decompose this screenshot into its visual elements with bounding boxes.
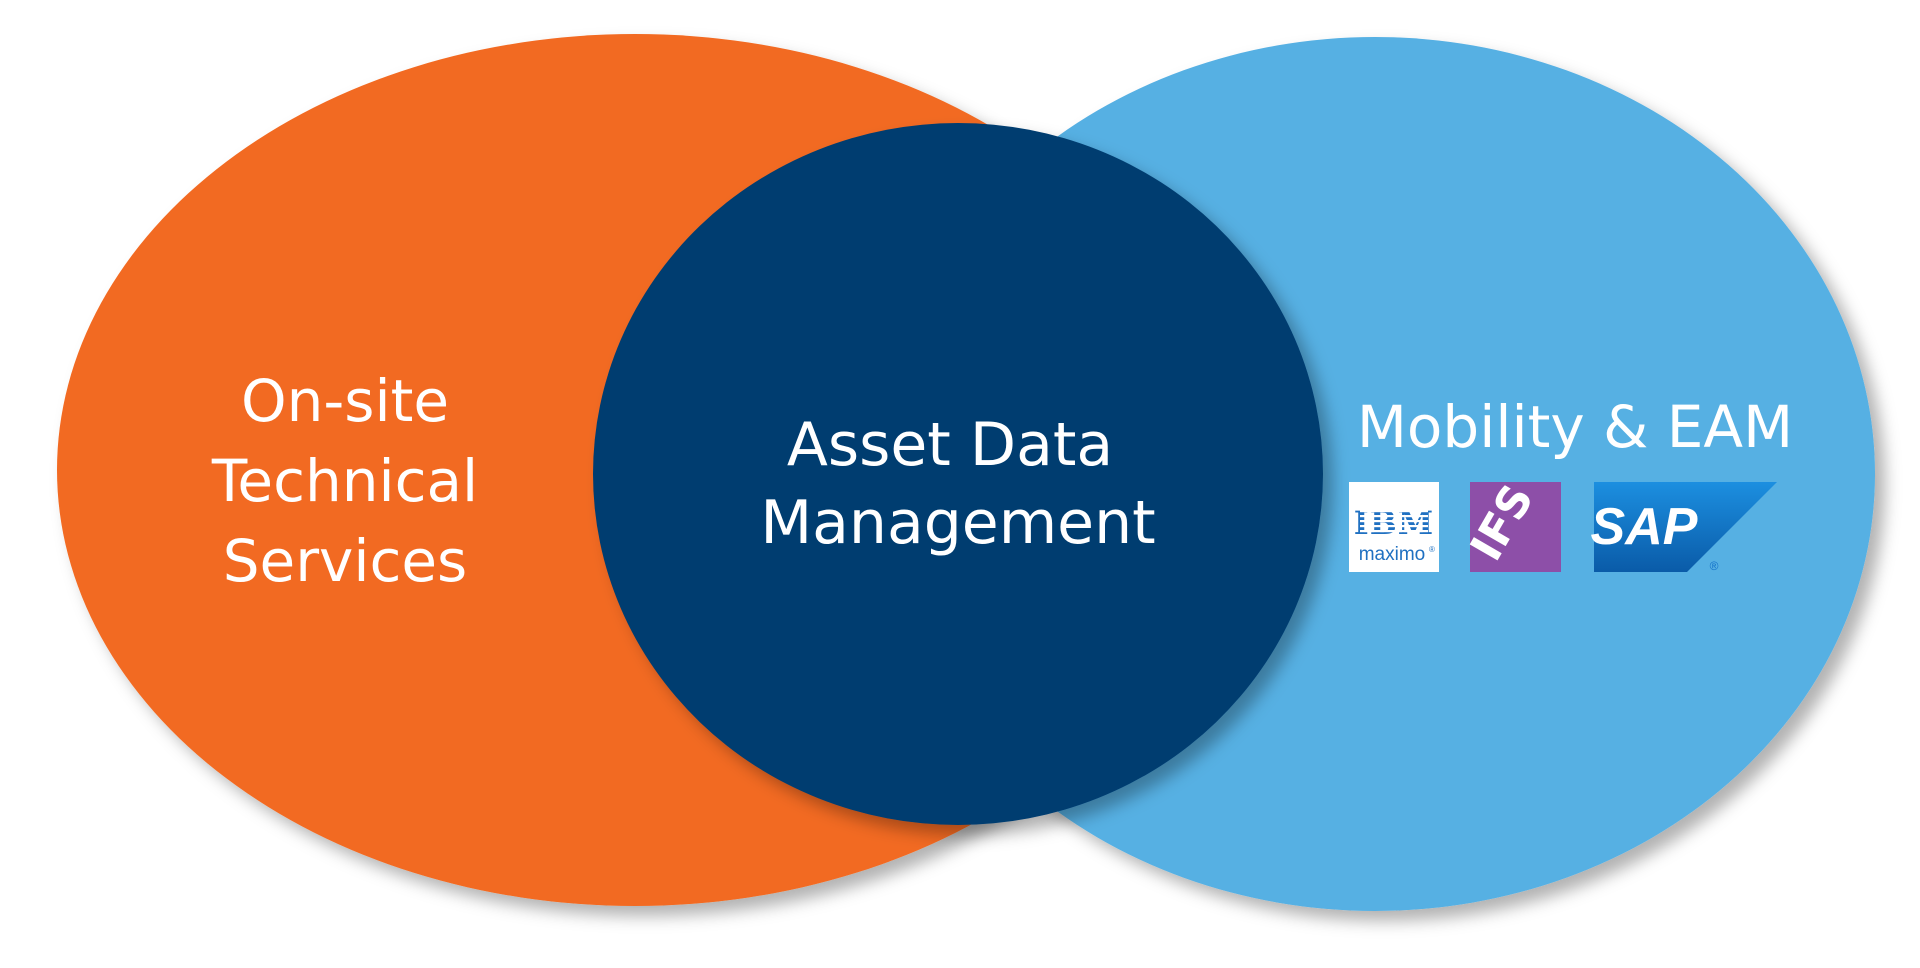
left-label-line-1: On-site <box>241 367 449 435</box>
svg-text:maximo: maximo <box>1359 544 1426 565</box>
svg-text:IBM: IBM <box>1354 504 1434 542</box>
left-label-line-3: Services <box>223 527 468 595</box>
center-label-line-2: Management <box>760 488 1155 558</box>
ibm-logo-icon: IBM <box>1354 504 1434 542</box>
right-circle-title: Mobility & EAM <box>1357 393 1793 461</box>
svg-text:®: ® <box>1710 559 1719 573</box>
left-circle-label: On-site Technical Services <box>211 367 478 595</box>
ibm-maximo-logo: IBM maximo ® <box>1349 482 1439 572</box>
center-circle-label: Asset Data Management <box>760 410 1155 558</box>
left-label-line-2: Technical <box>211 447 478 515</box>
svg-text:®: ® <box>1429 545 1435 554</box>
center-label-line-1: Asset Data <box>787 410 1113 480</box>
ifs-logo: IFS <box>1461 476 1561 572</box>
center-circle <box>593 123 1323 825</box>
sap-logo-icon: SAP <box>1591 498 1698 556</box>
sap-logo: SAP ® <box>1591 482 1777 573</box>
